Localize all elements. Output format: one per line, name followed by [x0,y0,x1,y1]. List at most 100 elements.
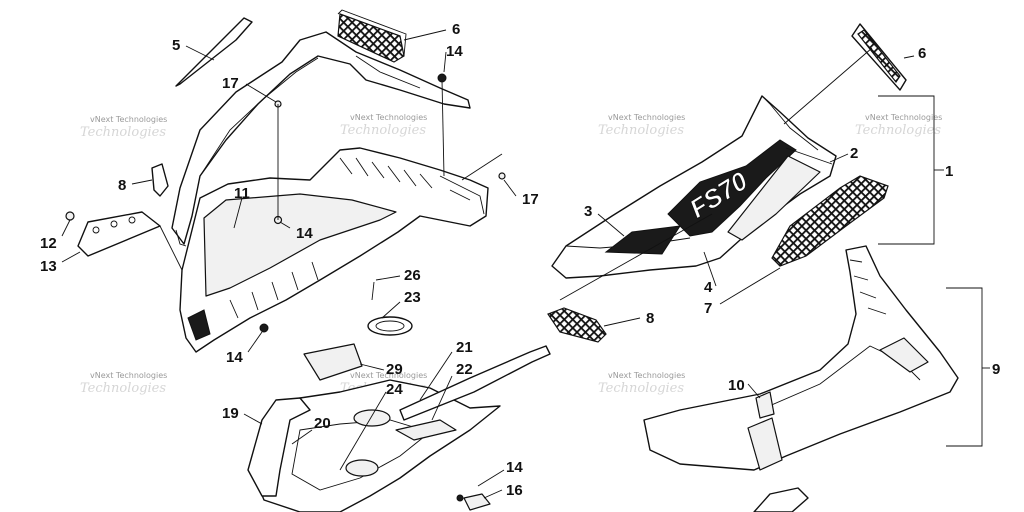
leader-line [185,45,215,61]
callout-22: 22 [456,361,473,378]
part-17-screw[interactable] [498,172,506,180]
lower-hood-grille [187,309,211,341]
callout-12: 12 [40,235,57,252]
leader-line [483,489,503,499]
part-26-pin[interactable] [371,281,375,301]
part-5-strip[interactable] [175,17,253,87]
part-23-grommet[interactable] [367,316,413,336]
callout-10: 10 [728,377,745,394]
part-13-bracket[interactable] [77,211,161,257]
svg-text:Technologies: Technologies [80,125,166,140]
part-6-vent-left[interactable] [337,13,405,63]
part-14-nut[interactable] [456,494,464,502]
part-12-screw[interactable] [65,211,75,221]
part-4-inner-panel[interactable] [727,155,821,241]
callout-6-left: 6 [452,21,460,38]
fastener-axis-line [441,79,445,177]
part-6-vent-right-mesh [857,29,901,84]
upper-hood-inner-line [199,57,319,177]
upper-hood-inner-line [355,55,421,89]
watermark: vNext Technologies Technologies [855,113,942,138]
part-8-mesh-pad[interactable] [547,307,607,343]
right-hood-panel-edge [761,95,819,151]
callout-20: 20 [314,415,331,432]
leader-line [503,179,517,197]
leader-line [243,413,263,425]
part-19-side-piece[interactable] [247,397,311,497]
watermark: vNext Technologies Technologies [80,371,167,396]
leader-line [603,317,641,327]
leader-line [279,221,291,229]
part-13-hole [92,226,100,234]
part-22-rib[interactable] [395,419,457,441]
leader-line [61,251,81,263]
part-21-rail[interactable] [399,345,551,421]
part-20-pan-hole [353,409,391,427]
leader-line [381,301,401,319]
part-9-lower-cutout [747,417,783,471]
callout-21: 21 [456,339,473,356]
part-bottom-bracket[interactable] [753,487,809,512]
callout-14-b: 14 [296,225,313,242]
callout-19: 19 [222,405,239,422]
callout-1: 1 [945,163,953,180]
leader-line [783,47,873,125]
callout-23: 23 [404,289,421,306]
leader-line [359,363,385,371]
svg-text:vNext Technologies: vNext Technologies [608,113,685,122]
callout-29: 29 [386,361,403,378]
leader-line [291,429,313,445]
leader-line [339,391,387,471]
callout-26: 26 [404,267,421,284]
leader-line [403,29,447,41]
watermark: vNext Technologies Technologies [80,115,167,140]
right-hood-panel[interactable] [551,95,837,279]
svg-text:Technologies: Technologies [855,123,941,138]
callout-14-a: 14 [446,43,463,60]
callout-2: 2 [850,145,858,162]
callout-labels: 1 2 3 4 5 6 6 7 8 8 9 10 11 12 13 14 14 … [40,21,1000,499]
leader-line [247,331,263,353]
leader-line [829,153,849,163]
part-14-nut[interactable] [259,323,269,333]
part-13-hole [110,220,118,228]
fastener-axis-line [159,225,183,271]
part-16-bolt[interactable] [463,493,491,511]
leader-line [61,219,71,237]
callout-16: 16 [506,482,523,499]
group-bracket-9 [946,287,983,447]
leader-line [233,197,243,229]
part-9-fins [849,259,887,315]
leader-line [559,213,713,301]
leader-line [431,375,453,421]
leader-line [703,251,717,287]
fastener-axis-line [461,153,503,181]
svg-text:vNext Technologies: vNext Technologies [865,113,942,122]
upper-hood-panel[interactable] [171,31,471,245]
leader-line [245,83,277,103]
svg-text:vNext Technologies: vNext Technologies [90,371,167,380]
svg-text:Technologies: Technologies [80,381,166,396]
leader-line [443,51,447,73]
part-2-ridge [785,147,833,165]
callout-4: 4 [704,279,713,296]
part-10-clip[interactable] [755,391,775,419]
part-9-window [879,337,929,373]
watermark: vNext Technologies Technologies [598,371,685,396]
svg-text:Technologies: Technologies [598,381,684,396]
lower-hood-window [203,193,397,297]
part-20-lower-pan[interactable] [251,379,501,512]
part-29-pad[interactable] [303,343,363,381]
part-8-clip-left[interactable] [151,163,169,197]
part-7-mesh-grille[interactable] [771,175,889,267]
callout-8-left: 8 [118,177,126,194]
leader-line [747,383,761,399]
callout-7: 7 [704,300,712,317]
svg-text:vNext Technologies: vNext Technologies [90,115,167,124]
lower-hood-vent-fins [339,157,433,189]
callout-5: 5 [172,37,180,54]
leader-line [719,267,781,305]
watermark: vNext Technologies Technologies [340,113,427,138]
callout-8-right: 8 [646,310,654,327]
